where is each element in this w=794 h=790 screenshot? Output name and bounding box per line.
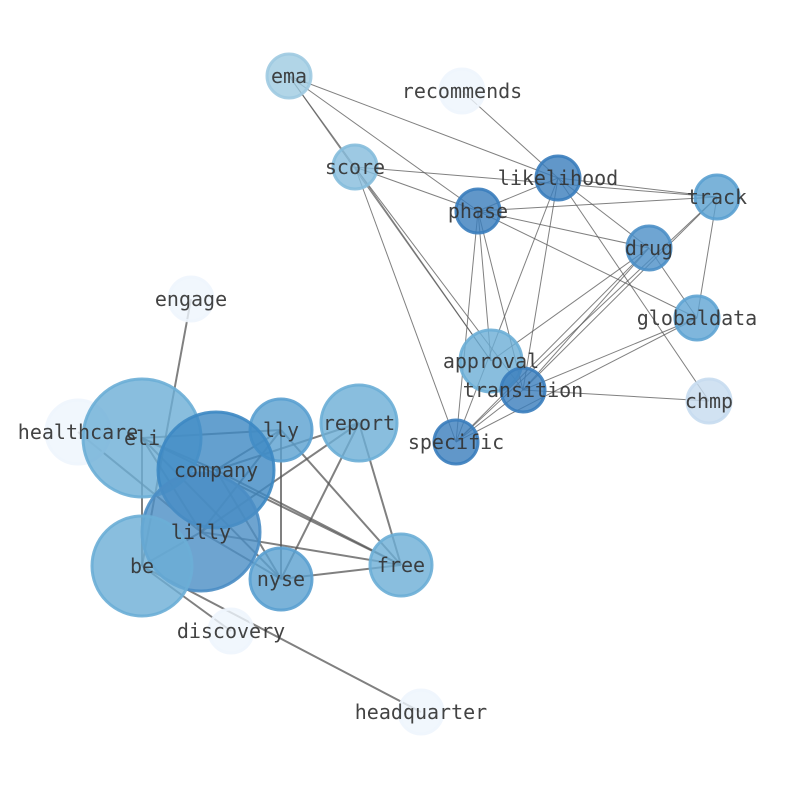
node-label-nyse: nyse: [257, 567, 305, 591]
node-be[interactable]: [90, 514, 194, 618]
edge-ema-likelihood: [288, 75, 559, 179]
node-label-company: company: [174, 458, 258, 482]
node-label-discovery: discovery: [177, 619, 285, 643]
node-label-track: track: [687, 185, 747, 209]
edge-drug-transition: [522, 247, 650, 391]
edge-phase-specific: [455, 210, 479, 443]
edge-likelihood-specific: [455, 177, 559, 443]
node-label-lly: lly: [263, 418, 299, 442]
node-label-approval: approval: [443, 349, 539, 373]
node-discovery[interactable]: [207, 607, 255, 655]
node-label-chmp: chmp: [685, 389, 733, 413]
node-phase[interactable]: [454, 187, 502, 235]
edge-globaldata-specific: [455, 317, 698, 443]
node-engage[interactable]: [167, 275, 215, 323]
node-score[interactable]: [331, 143, 379, 191]
node-label-free: free: [377, 553, 425, 577]
node-label-drug: drug: [625, 236, 673, 260]
edge-score-specific: [354, 166, 457, 443]
node-free[interactable]: [368, 532, 434, 598]
edge-score-approval: [354, 166, 492, 362]
node-label-eli: eli: [124, 426, 160, 450]
node-label-be: be: [130, 554, 154, 578]
node-drug[interactable]: [625, 224, 673, 272]
edge-track-specific: [455, 196, 718, 443]
node-label-phase: phase: [448, 199, 508, 223]
edge-transition-chmp: [522, 389, 710, 402]
edge-phase-globaldata: [477, 210, 698, 319]
edge-likelihood-track: [557, 177, 718, 198]
node-transition[interactable]: [499, 366, 547, 414]
node-label-recommends: recommends: [402, 79, 522, 103]
node-specific[interactable]: [432, 418, 480, 466]
node-headquarter[interactable]: [397, 688, 445, 736]
node-recommends[interactable]: [438, 67, 486, 115]
node-label-ema: ema: [271, 64, 307, 88]
node-label-lilly: lilly: [171, 520, 231, 544]
edge-drug-specific: [455, 247, 650, 443]
node-globaldata[interactable]: [673, 294, 721, 342]
edge-likelihood-transition: [522, 177, 559, 391]
edge-ema-phase: [288, 75, 479, 212]
node-chmp[interactable]: [685, 377, 733, 425]
node-label-engage: engage: [155, 287, 227, 311]
node-label-likelihood: likelihood: [498, 166, 618, 190]
node-label-headquarter: headquarter: [355, 700, 487, 724]
node-label-transition: transition: [463, 378, 583, 402]
edge-likelihood-chmp: [557, 177, 710, 402]
edge-globaldata-transition: [522, 317, 698, 391]
node-track[interactable]: [693, 173, 741, 221]
node-label-specific: specific: [408, 430, 504, 454]
node-likelihood[interactable]: [534, 154, 582, 202]
node-nyse[interactable]: [248, 546, 314, 612]
node-label-report: report: [323, 411, 395, 435]
edge-phase-drug: [477, 210, 650, 249]
node-label-healthcare: healthcare: [18, 420, 138, 444]
node-report[interactable]: [319, 383, 399, 463]
node-label-globaldata: globaldata: [637, 306, 757, 330]
node-label-score: score: [325, 155, 385, 179]
edge-track-transition: [522, 196, 718, 391]
edge-phase-track: [477, 196, 718, 212]
node-ema[interactable]: [265, 52, 313, 100]
